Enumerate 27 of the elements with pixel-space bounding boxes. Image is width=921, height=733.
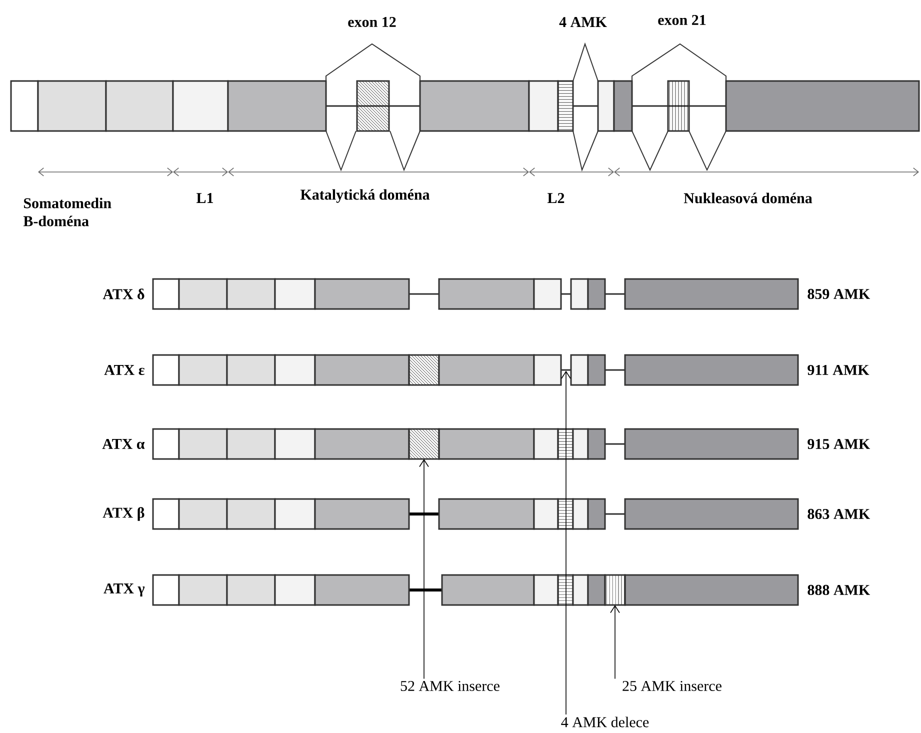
linker-line <box>561 369 571 371</box>
hatched-segment <box>408 428 440 460</box>
isoform-label: ATX δ <box>102 288 144 300</box>
annotation-text: 25 AMK inserce <box>622 680 722 692</box>
domain-label: Katalytická doména <box>300 189 430 203</box>
length-label: 888 AMK <box>808 584 870 596</box>
domain-label: Nukleasová doména <box>684 192 812 204</box>
leader-line <box>419 459 429 680</box>
annotation-text: 4 AMK delece <box>561 716 649 728</box>
leader-line <box>561 370 571 715</box>
isoform-label: ATX γ <box>104 583 145 597</box>
isoform-label: ATX β <box>102 507 144 521</box>
exon-label: exon 21 <box>658 14 706 26</box>
annotation-text: 52 AMK inserce <box>400 680 500 692</box>
length-label: 915 AMK <box>808 438 870 450</box>
domain-label: Somatomedin B-doména <box>23 198 112 226</box>
isoform-label: ATX ε <box>104 364 144 376</box>
length-label: 911 AMK <box>808 364 870 376</box>
length-label: 859 AMK <box>808 288 870 300</box>
exon-label: exon 12 <box>348 16 396 28</box>
domain-label: L2 <box>548 193 564 203</box>
isoform-label: ATX α <box>102 438 145 450</box>
striped-segment <box>604 574 626 606</box>
leader-line <box>610 604 620 680</box>
exon-label: 4 AMK <box>559 17 607 27</box>
length-label: 863 AMK <box>808 508 870 520</box>
domain-label: L1 <box>196 193 213 203</box>
